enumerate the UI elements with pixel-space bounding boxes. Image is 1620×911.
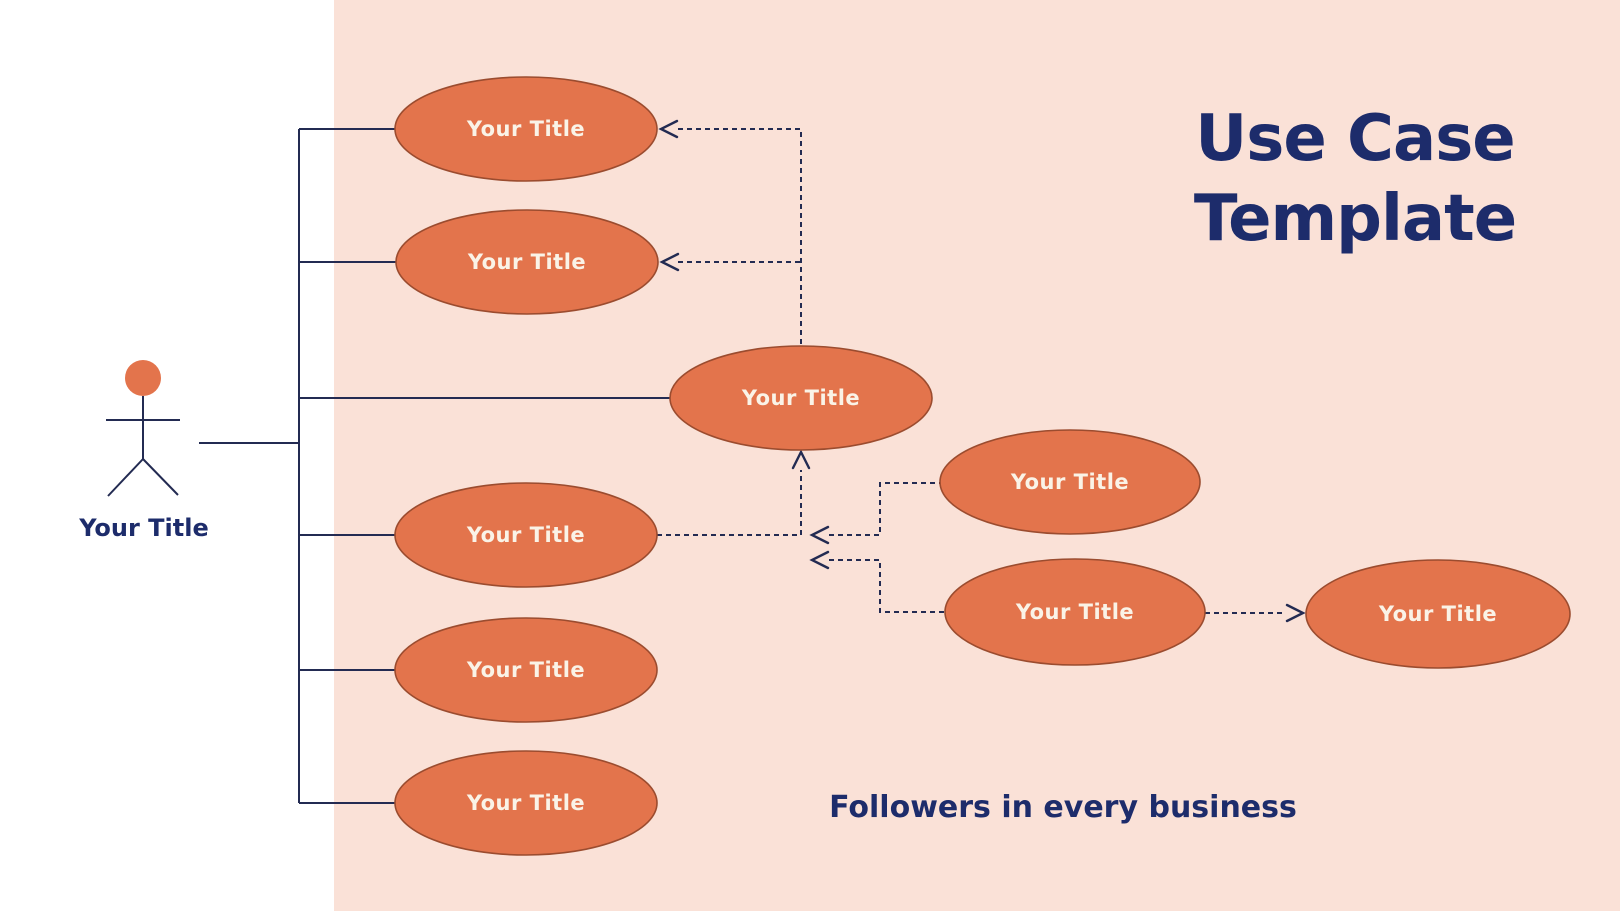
- use-case-node-left-1: Your Title: [394, 76, 658, 182]
- use-case-node-far-right: Your Title: [1305, 559, 1571, 669]
- arrowhead-icon: [809, 525, 830, 545]
- actor-figure: Your Title: [78, 360, 209, 542]
- use-case-node-right-1: Your Title: [939, 429, 1201, 535]
- node-ellipse: [1305, 559, 1571, 669]
- node-ellipse: [394, 482, 658, 588]
- page-title-line2: Template: [1194, 182, 1516, 256]
- node-label: Your Title: [1015, 600, 1134, 624]
- node-ellipse: [944, 558, 1206, 666]
- node-ellipse: [669, 345, 933, 451]
- arrowhead-icon: [791, 449, 811, 470]
- page-title-line1: Use Case: [1195, 102, 1514, 176]
- arrowhead-icon: [1285, 603, 1306, 623]
- node-ellipse: [394, 750, 658, 856]
- node-ellipse: [394, 617, 658, 723]
- actor-label: Your Title: [78, 514, 209, 542]
- actor-head: [125, 360, 161, 396]
- node-ellipse: [394, 76, 658, 182]
- arrowhead-icon: [809, 550, 830, 570]
- use-case-node-left-2: Your Title: [395, 209, 659, 315]
- dashed-connector-center-to-left-1: [678, 128, 802, 346]
- node-label: Your Title: [741, 386, 860, 410]
- node-ellipse: [395, 209, 659, 315]
- subtitle-text: Followers in every business: [829, 790, 1297, 825]
- actor-legs: [107, 458, 179, 497]
- node-label: Your Title: [466, 658, 585, 682]
- use-case-node-center: Your Title: [669, 345, 933, 451]
- use-case-node-left-3: Your Title: [394, 482, 658, 588]
- use-case-node-left-5: Your Title: [394, 750, 658, 856]
- node-label: Your Title: [466, 791, 585, 815]
- node-label: Your Title: [467, 250, 586, 274]
- use-case-node-right-2: Your Title: [944, 558, 1206, 666]
- arrowhead-icon: [659, 252, 680, 272]
- dashed-connector-left-3-to-center: [657, 470, 802, 536]
- node-label: Your Title: [1010, 470, 1129, 494]
- node-label: Your Title: [466, 523, 585, 547]
- dashed-connector-right-1: [829, 482, 940, 536]
- node-ellipse: [939, 429, 1201, 535]
- use-case-node-left-4: Your Title: [394, 617, 658, 723]
- dashed-connector-right-2: [829, 559, 945, 613]
- arrowhead-icon: [658, 119, 679, 139]
- node-label: Your Title: [1378, 602, 1497, 626]
- node-label: Your Title: [466, 117, 585, 141]
